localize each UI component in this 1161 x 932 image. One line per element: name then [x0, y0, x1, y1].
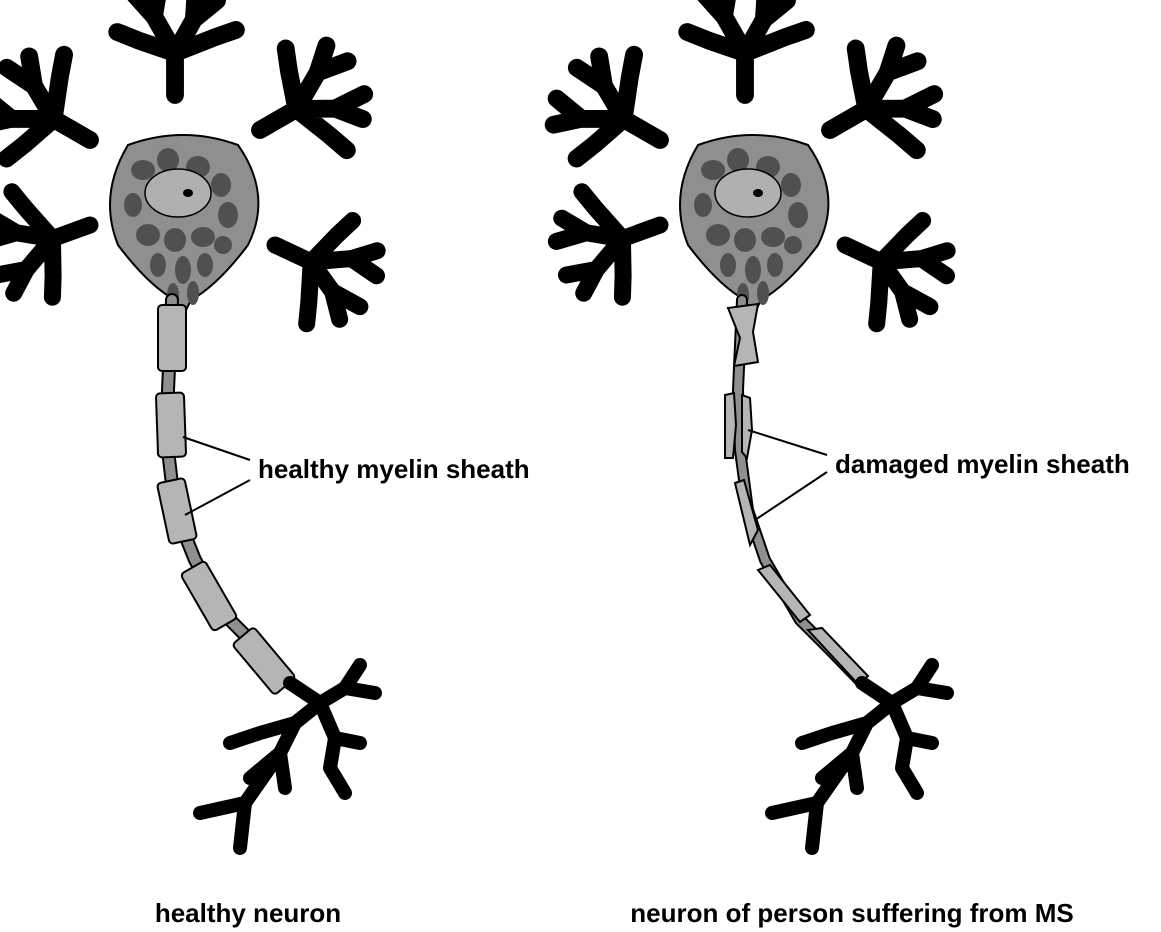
damaged-caption: neuron of person suffering from MS: [630, 898, 1073, 928]
healthy-axon: [156, 300, 375, 848]
healthy-pointer-lines: [183, 437, 250, 515]
healthy-nucleus: [145, 169, 211, 217]
damaged-nucleus: [715, 169, 781, 217]
damaged-neuron: damaged myelin sheath neuron of person s…: [536, 0, 1130, 928]
healthy-sheath-label: healthy myelin sheath: [258, 454, 530, 484]
healthy-neuron: healthy myelin sheath healthy neuron: [0, 0, 530, 928]
damaged-myelin-segments: [725, 304, 868, 684]
damaged-cell-body: [680, 135, 828, 310]
healthy-caption: healthy neuron: [155, 898, 341, 928]
healthy-cell-body: [110, 135, 258, 310]
damaged-pointer-lines: [748, 430, 827, 520]
healthy-myelin-segments: [156, 305, 296, 695]
damaged-sheath-label: damaged myelin sheath: [835, 449, 1130, 479]
damaged-axon: [725, 300, 947, 848]
